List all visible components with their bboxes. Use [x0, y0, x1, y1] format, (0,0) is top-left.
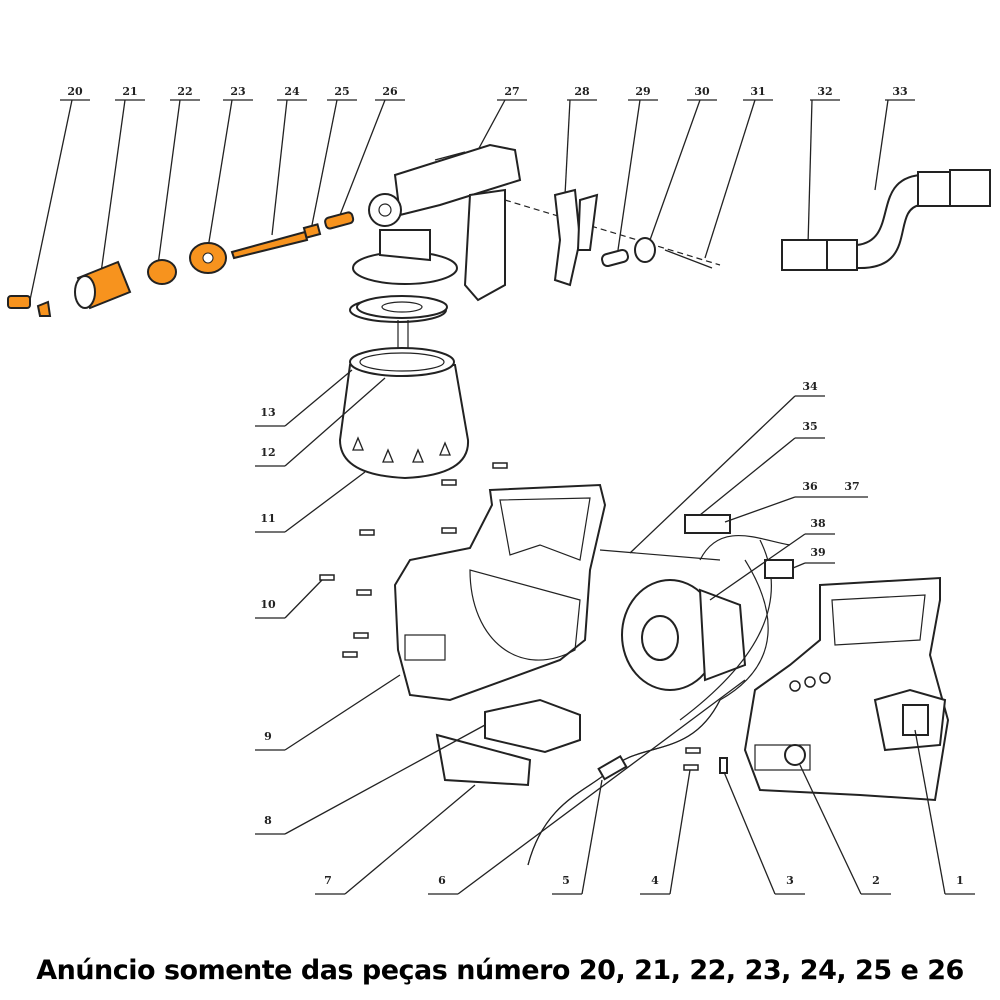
part-22: [147, 259, 177, 285]
label-28: 28: [574, 85, 590, 98]
label-12: 12: [260, 446, 275, 459]
top-labels: 20 21 22 23 24 25 26 27 28 29 30 31 32 3…: [29, 85, 915, 301]
label-10: 10: [260, 598, 276, 611]
part-7-grille: [435, 733, 532, 787]
hose-32-33: [781, 169, 991, 271]
part-26-spring: [324, 211, 355, 230]
label-2: 2: [872, 874, 880, 887]
label-23: 23: [230, 85, 245, 98]
right-labels: 34 35 36 37 38 39: [629, 380, 868, 601]
label-29: 29: [635, 85, 650, 98]
label-25: 25: [334, 85, 349, 98]
paint-container: [338, 295, 470, 480]
label-31: 31: [750, 85, 765, 98]
label-35: 35: [802, 420, 817, 433]
part-36-switch: [684, 514, 731, 534]
housing-left-9: [393, 483, 721, 702]
exploded-parts-diagram: 20 21 22 23 24 25 26 27 28 29 30 31 32 3…: [7, 85, 991, 895]
label-22: 22: [177, 85, 192, 98]
label-30: 30: [694, 85, 710, 98]
label-20: 20: [67, 85, 83, 98]
caption: Anúncio somente das peças número 20, 21,…: [36, 955, 964, 986]
label-4: 4: [651, 874, 659, 887]
label-6: 6: [438, 874, 446, 887]
label-27: 27: [504, 85, 519, 98]
screws-10: [319, 462, 508, 658]
housing-right: [743, 576, 950, 802]
label-32: 32: [817, 85, 832, 98]
label-11: 11: [260, 512, 275, 525]
label-34: 34: [802, 380, 818, 393]
label-37: 37: [844, 480, 859, 493]
label-21: 21: [122, 85, 137, 98]
label-1: 1: [956, 874, 964, 887]
part-20-cap: [7, 295, 31, 309]
screws-4: [683, 747, 701, 771]
label-3: 3: [786, 874, 794, 887]
label-33: 33: [892, 85, 907, 98]
label-5: 5: [562, 874, 570, 887]
part-3: [719, 757, 728, 774]
label-36: 36: [802, 480, 818, 493]
bottom-labels: 6 5 4 3 2 1: [428, 679, 975, 895]
part-28-trigger: [553, 188, 582, 287]
nozzle-parts-orange: [7, 211, 355, 317]
label-24: 24: [284, 85, 300, 98]
part-24-needle: [230, 230, 309, 260]
label-13: 13: [260, 406, 275, 419]
label-9: 9: [264, 730, 272, 743]
part-30: [634, 237, 656, 263]
part-29-spring: [601, 248, 629, 268]
part-20-tip: [36, 300, 52, 317]
part-31-pin: [664, 249, 713, 269]
label-8: 8: [264, 814, 272, 827]
label-26: 26: [382, 85, 398, 98]
motor: [621, 535, 791, 721]
label-39: 39: [810, 546, 825, 559]
spray-gun-body: [349, 143, 721, 323]
part-25: [302, 223, 322, 239]
part-8-filter: [484, 698, 581, 754]
part-39: [764, 559, 794, 579]
label-38: 38: [810, 517, 826, 530]
label-7: 7: [324, 874, 332, 887]
